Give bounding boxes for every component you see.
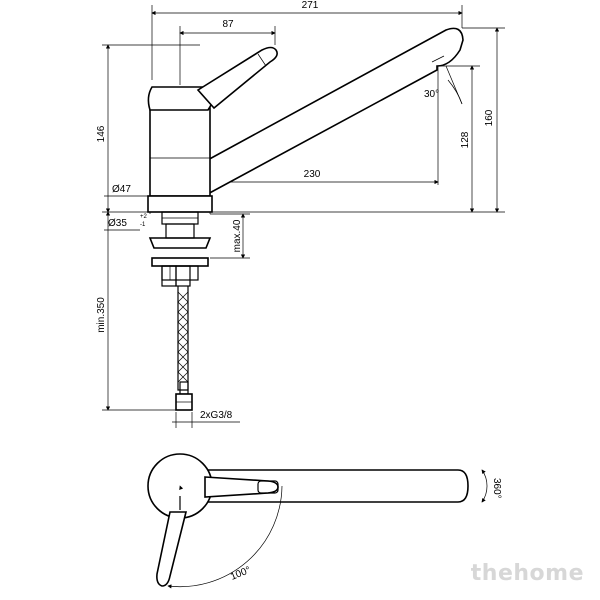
label-2xg38: 2xG3/8	[200, 410, 233, 421]
faucet-plan-view: 100° 360°	[147, 453, 502, 589]
label-min350: min.350	[96, 297, 107, 333]
dim-overall-length: 271	[151, 0, 463, 80]
label-max40: max.40	[232, 219, 243, 252]
label-100deg: 100°	[229, 565, 252, 583]
dim-spout-height: 128	[438, 65, 480, 213]
dim-spout-angle: 30°	[424, 65, 463, 105]
label-tol-plus: +2	[140, 214, 148, 220]
dim-hose-length: min.350	[96, 211, 178, 411]
dim-connection: 2xG3/8	[172, 410, 240, 428]
label-271: 271	[302, 0, 319, 11]
label-128: 128	[460, 131, 471, 148]
dim-hole-diameter: Ø35 +2 -1	[104, 214, 148, 231]
dim-total-height: 160	[210, 27, 505, 213]
label-360deg: 360°	[491, 478, 502, 499]
dim-max-thickness: max.40	[210, 213, 250, 259]
label-30deg: 30°	[424, 89, 439, 100]
mounting-hardware	[148, 211, 212, 281]
label-146: 146	[96, 125, 107, 142]
watermark: thehome	[470, 561, 584, 586]
label-d35: Ø35	[108, 218, 127, 229]
faucet-side-view	[147, 27, 464, 213]
label-tol-minus: -1	[140, 222, 146, 228]
label-87: 87	[222, 19, 234, 30]
label-d47: Ø47	[112, 184, 131, 195]
label-230: 230	[304, 169, 321, 180]
dim-handle-offset: 87	[179, 19, 276, 85]
label-160: 160	[484, 109, 495, 126]
supply-hoses	[161, 265, 193, 411]
